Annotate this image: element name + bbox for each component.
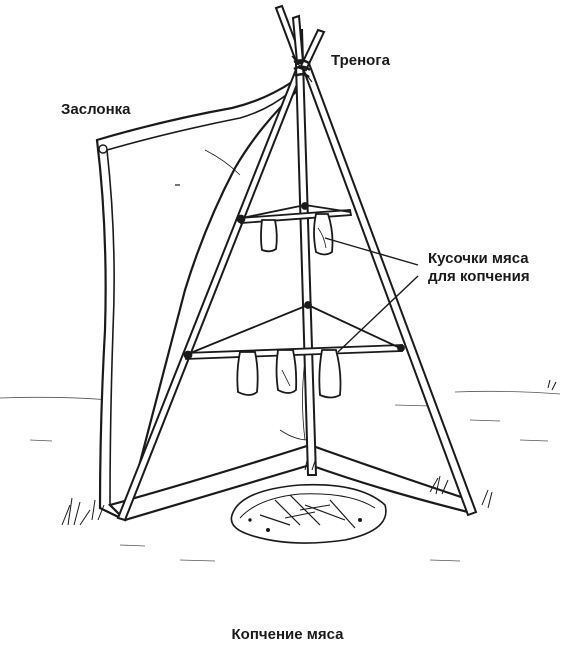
- meat-piece: [313, 213, 334, 256]
- meat-pointer-lines: [324, 237, 419, 353]
- fire-pit: [230, 483, 387, 544]
- meat-pieces-label: Кусочки мяса для копчения: [428, 250, 530, 286]
- meat-label-line-2: для копчения: [428, 268, 530, 285]
- meat-piece: [260, 219, 278, 253]
- screen-hem-left: [106, 149, 115, 506]
- upper-crossbar-back: [241, 204, 351, 219]
- grass: [61, 379, 557, 526]
- ground: [0, 390, 561, 562]
- tripod: [116, 4, 478, 522]
- figure-caption: Копчение мяса: [231, 626, 344, 643]
- meat-pieces: [236, 213, 342, 399]
- meat-label-line-1: Кусочки мяса: [428, 250, 529, 267]
- lower-crossbar-back: [187, 304, 401, 355]
- meat-piece: [236, 351, 259, 396]
- screen-label: Заслонка: [61, 101, 131, 118]
- meat-piece: [318, 349, 342, 399]
- grommet-icon: [98, 144, 108, 154]
- upper-crossbar-front: [238, 209, 353, 224]
- screen-bottom-cloth: [107, 443, 472, 522]
- screen-cloth: [95, 80, 302, 522]
- screen-hem: [106, 91, 291, 151]
- meat-piece: [275, 349, 298, 394]
- pit-rim: [230, 483, 387, 544]
- screen-flap: [95, 80, 472, 522]
- tripod-leg-right: [298, 56, 478, 517]
- tripod-label: Тренога: [331, 52, 390, 69]
